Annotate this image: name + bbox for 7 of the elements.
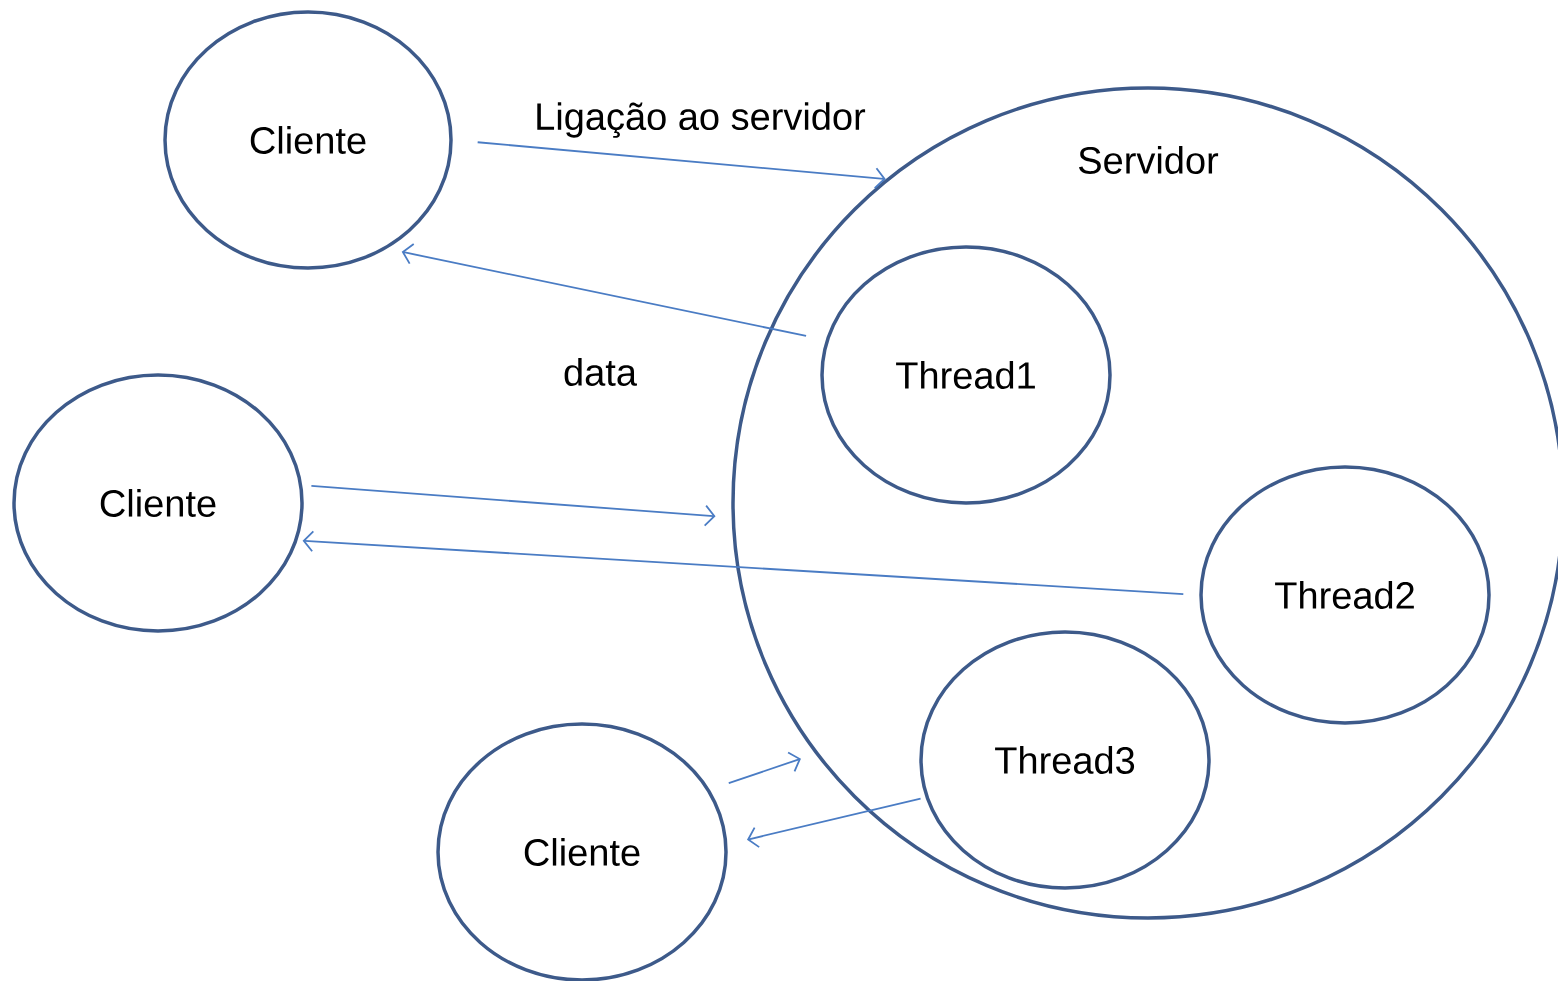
edge-label: data: [561, 356, 639, 388]
arrow: [476, 141, 886, 190]
arrow: [746, 797, 922, 848]
arrow: [727, 751, 801, 785]
arrow: [310, 485, 716, 527]
arrow: [401, 243, 807, 337]
arrow: [302, 530, 1185, 595]
